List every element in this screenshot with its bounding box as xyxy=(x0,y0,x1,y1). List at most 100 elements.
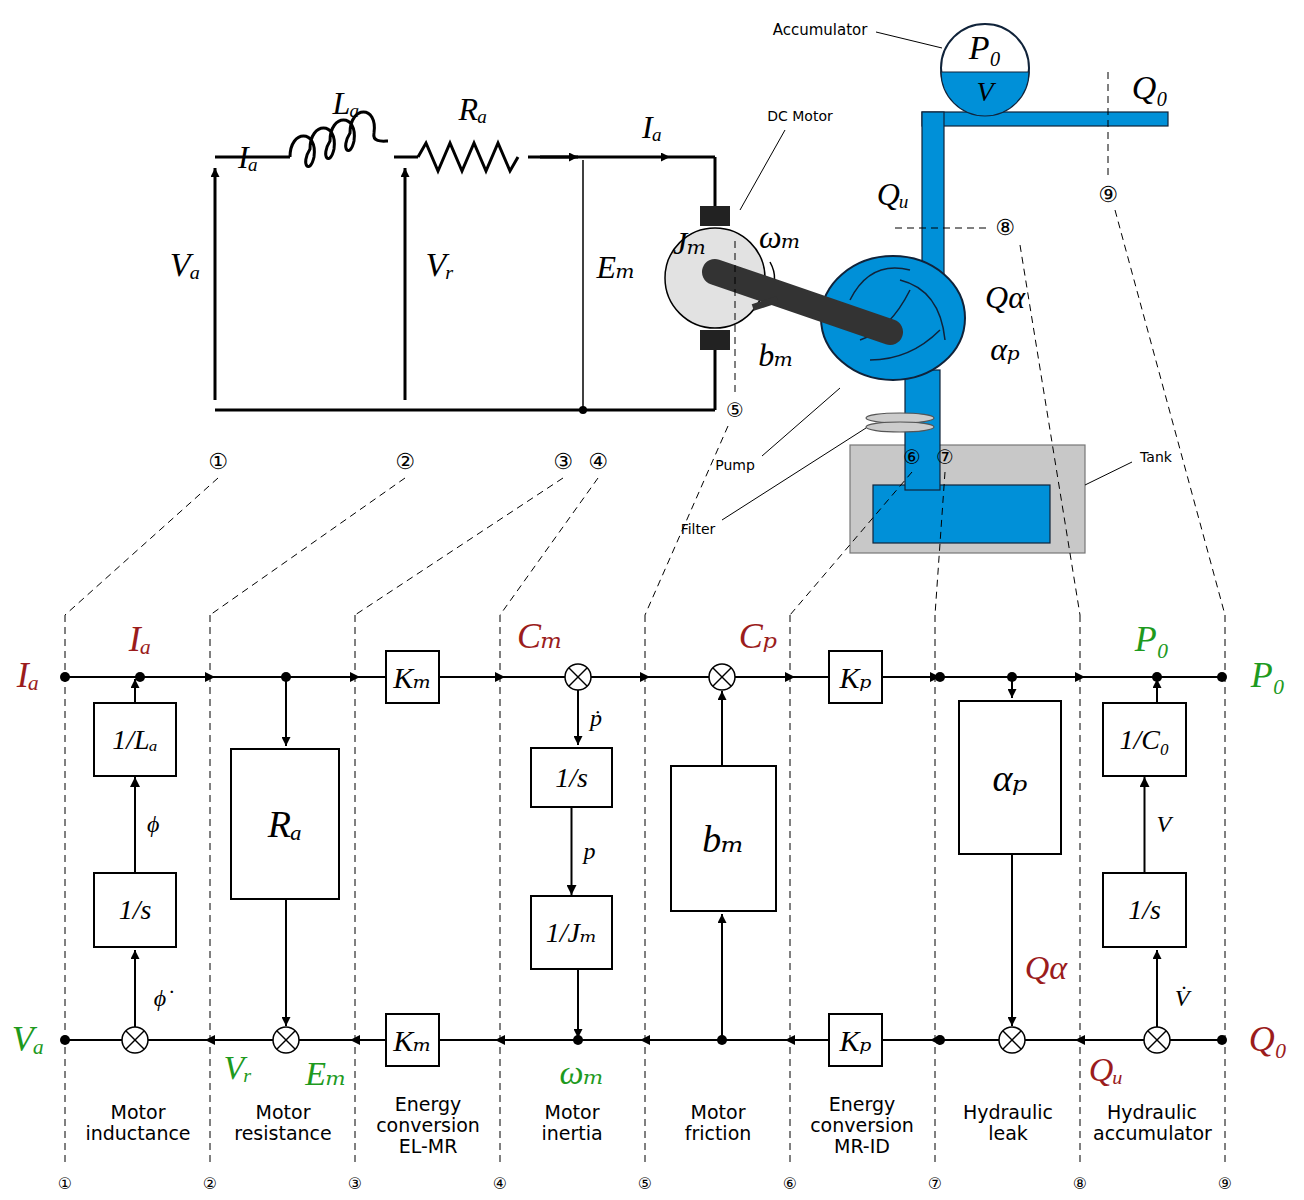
summing-cross xyxy=(713,668,731,686)
summing-cross xyxy=(569,668,587,686)
resistor-symbol xyxy=(418,143,518,171)
junction-dots xyxy=(60,672,1227,1045)
signal-name: Vᵣ xyxy=(223,1049,252,1086)
bus-lines xyxy=(721,914,723,1040)
block-box: 1/s xyxy=(530,747,613,808)
power-arrow xyxy=(640,672,650,682)
signal-arrow xyxy=(1144,777,1146,872)
junction-dots xyxy=(1152,672,1162,682)
bus-lines xyxy=(134,679,136,702)
callout-label: ③ xyxy=(348,1175,362,1193)
signal-name: ϕ̇ xyxy=(154,985,166,1011)
power-arrow xyxy=(1075,1035,1085,1045)
bus-lines xyxy=(285,677,287,746)
block-label: 1/s xyxy=(1128,894,1161,926)
leader-lines xyxy=(1085,462,1132,485)
summing-cross xyxy=(126,1031,144,1049)
leader-lines xyxy=(740,130,785,210)
block-label: αₚ xyxy=(992,756,1027,800)
power-arrow xyxy=(1075,672,1085,682)
summing-cross xyxy=(1003,1031,1021,1049)
section-name: Energy conversion EL-MR xyxy=(369,1094,487,1157)
power-arrow xyxy=(350,672,360,682)
junction-dots xyxy=(281,672,291,682)
summing-cross xyxy=(1148,1031,1166,1049)
callout-label: ⑧ xyxy=(1073,1175,1087,1193)
block-box: Kₘ xyxy=(385,650,440,704)
callout-label: Pump xyxy=(715,458,755,473)
junction-dots xyxy=(573,1035,583,1045)
hydraulic-circuit xyxy=(850,445,1085,553)
dashed-guides xyxy=(935,472,945,615)
bus-lines xyxy=(65,677,1222,1040)
callout-label: ④ xyxy=(588,450,608,474)
motor-shaft xyxy=(752,296,779,311)
hydraulic-circuit xyxy=(821,24,1168,553)
motor-shaft xyxy=(715,272,890,332)
block-label: Kₘ xyxy=(393,1023,431,1058)
block-label: 1/Lₐ xyxy=(112,724,158,756)
signal-name: Iₐ xyxy=(129,620,152,660)
dashed-guides xyxy=(735,236,736,392)
callout-label: ④ xyxy=(493,1175,507,1193)
junction-dots xyxy=(935,672,945,682)
junction-dots xyxy=(1217,1035,1227,1045)
dashed-guides xyxy=(790,472,912,615)
section-separator xyxy=(355,615,356,1165)
callout-label: Accumulator xyxy=(773,22,868,39)
section-name: Motor inductance xyxy=(79,1102,197,1144)
voltage-arrow xyxy=(404,168,407,400)
power-arrow xyxy=(495,1035,505,1045)
bus-lines xyxy=(577,970,579,1038)
current-arrow xyxy=(640,156,670,158)
summing-cross xyxy=(277,1031,295,1049)
callout-label: Filter xyxy=(681,522,716,537)
power-arrow xyxy=(205,672,215,682)
leader-lines xyxy=(876,32,942,48)
block-box: αₚ xyxy=(958,700,1062,855)
block-box: 1/s xyxy=(1102,872,1187,948)
circuit-wires xyxy=(215,409,715,412)
section-name: Motor friction xyxy=(659,1102,777,1144)
junction-dots xyxy=(60,1035,70,1045)
junction-dots xyxy=(1217,672,1227,682)
hydraulic-circuit xyxy=(922,112,1168,126)
bus-lines xyxy=(1156,950,1158,1027)
dashed-guides xyxy=(500,478,598,615)
block-label: bₘ xyxy=(702,817,744,861)
dashed-guides xyxy=(1020,245,1080,615)
signal-name: Cₘ xyxy=(517,617,563,657)
block-box: 1/C₀ xyxy=(1102,702,1187,777)
summing-cross xyxy=(1003,1031,1021,1049)
hydraulic-circuit xyxy=(866,422,934,432)
voltage-line xyxy=(582,160,584,410)
signal-name: Qα xyxy=(1025,949,1067,986)
section-separator xyxy=(1225,615,1226,1165)
dashed-guides xyxy=(65,72,1225,615)
signal-name: Qᵤ xyxy=(1089,1051,1124,1088)
motor-shaft xyxy=(715,272,890,332)
callout-label: ⑥ xyxy=(903,446,921,468)
block-label: Kₚ xyxy=(839,1023,871,1058)
power-arrows xyxy=(205,672,1085,1045)
signal-name: bₘ xyxy=(758,338,794,373)
block-box: 1/Jₘ xyxy=(530,895,613,970)
section-separator xyxy=(65,615,66,1165)
signal-name: ωₘ xyxy=(759,220,801,255)
section-separator xyxy=(645,615,646,1165)
leader-lines xyxy=(762,388,840,456)
signal-label: V xyxy=(1157,811,1172,838)
section-separator xyxy=(500,615,501,1165)
current-arrow xyxy=(540,156,578,159)
signal-name: Vₐ xyxy=(12,1020,45,1060)
summing-junction xyxy=(565,664,591,690)
bus-lines xyxy=(1156,679,1158,702)
block-box: 1/Lₐ xyxy=(93,702,177,777)
hydraulic-circuit xyxy=(941,72,1029,116)
dc-motor xyxy=(700,330,730,350)
callout-label: ⑧ xyxy=(995,216,1015,240)
circuit-wires xyxy=(714,348,717,410)
block-box: Kₚ xyxy=(828,1013,883,1067)
summing-cross xyxy=(569,668,587,686)
